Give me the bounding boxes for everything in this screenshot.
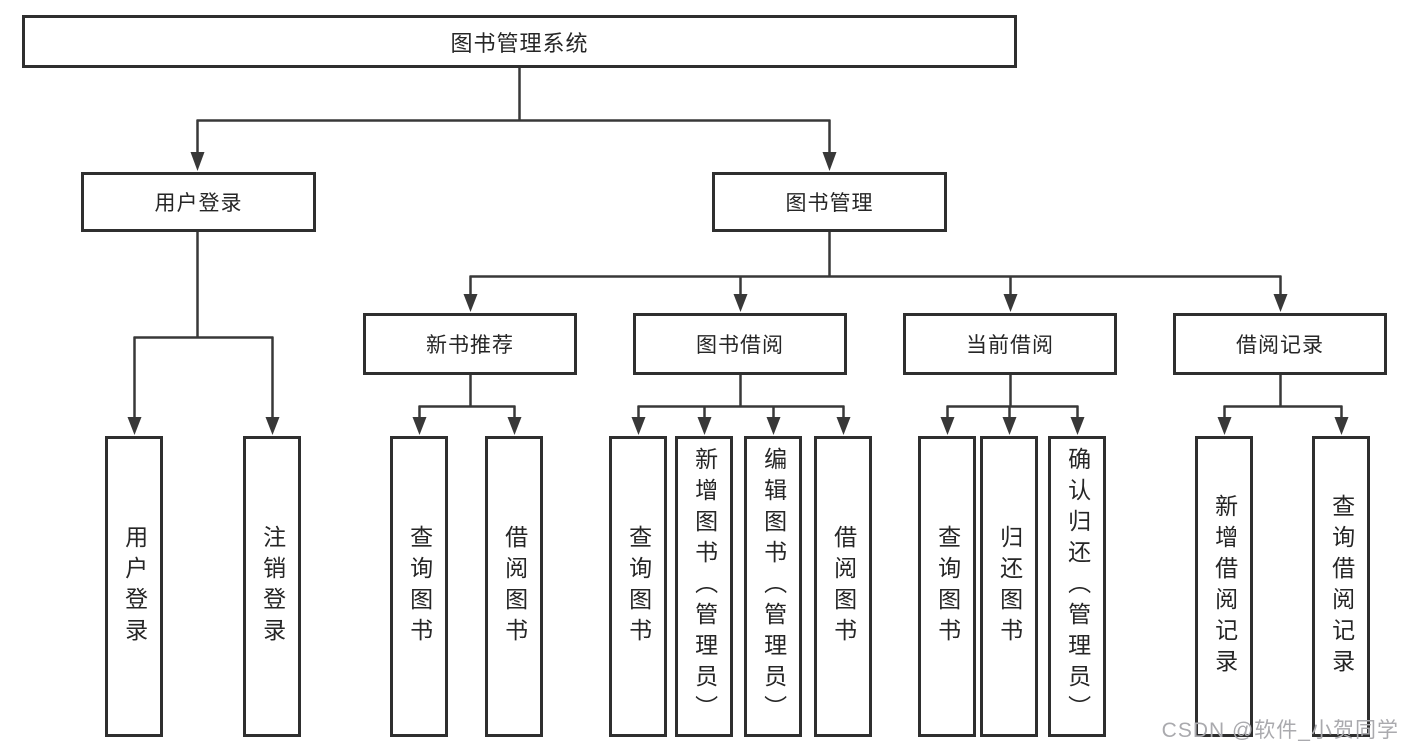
node-label: 图书管理 — [785, 192, 874, 215]
node-leaf-edit-books-admin: 编辑图书（管理员） — [744, 436, 802, 737]
edge-userlogin-arrowheads — [127, 417, 280, 435]
node-borrowing-records: 借阅记录 — [1173, 313, 1387, 375]
node-label: 查询图书 — [406, 524, 433, 649]
node-book-management-system: 图书管理系统 — [22, 15, 1017, 68]
node-label: 图书管理系统 — [450, 30, 589, 56]
node-label: 确认归还（管理员） — [1064, 447, 1091, 726]
node-label: 借阅图书 — [830, 524, 857, 649]
node-label: 新增图书（管理员） — [691, 447, 718, 726]
node-label: 新书推荐 — [426, 334, 514, 357]
node-label: 当前借阅 — [966, 334, 1054, 357]
node-label: 查询图书 — [934, 524, 961, 649]
node-user-login: 用户登录 — [81, 172, 316, 232]
edge-records-arrowheads — [1217, 417, 1349, 435]
edge-records-to-leaves — [1223, 375, 1343, 420]
edge-root-to-level2 — [196, 68, 831, 156]
node-leaf-borrow-books-borrow: 借阅图书 — [814, 436, 872, 737]
edge-borrow-to-leaves — [637, 375, 845, 420]
edge-newbook-to-leaves — [418, 375, 516, 420]
edge-bookmgmt-arrowheads — [463, 294, 1288, 312]
node-leaf-add-borrow-record: 新增借阅记录 — [1195, 436, 1253, 737]
csdn-watermark: CSDN @软件_小贺同学 — [1161, 719, 1399, 742]
node-label: 图书借阅 — [696, 334, 784, 357]
edge-current-to-leaves — [946, 375, 1079, 420]
node-book-management: 图书管理 — [712, 172, 947, 232]
node-label: 编辑图书（管理员） — [760, 447, 787, 726]
node-current-borrowing: 当前借阅 — [903, 313, 1117, 375]
node-book-borrowing: 图书借阅 — [633, 313, 847, 375]
node-label: 查询借阅记录 — [1328, 493, 1355, 680]
node-leaf-query-books-newbook: 查询图书 — [390, 436, 448, 737]
edge-root-arrowheads — [190, 152, 837, 171]
node-label: 注销登录 — [259, 524, 286, 649]
node-leaf-confirm-return-admin: 确认归还（管理员） — [1048, 436, 1106, 737]
node-leaf-query-books-current: 查询图书 — [918, 436, 976, 737]
edge-current-arrowheads — [940, 417, 1085, 435]
node-leaf-user-login: 用户登录 — [105, 436, 163, 737]
node-label: 归还图书 — [996, 524, 1023, 649]
node-leaf-query-books-borrow: 查询图书 — [609, 436, 667, 737]
node-label: 用户登录 — [154, 192, 243, 215]
node-leaf-borrow-books-newbook: 借阅图书 — [485, 436, 543, 737]
edge-borrow-arrowheads — [631, 417, 851, 435]
node-label: 借阅记录 — [1236, 334, 1324, 357]
node-leaf-query-borrow-record: 查询借阅记录 — [1312, 436, 1370, 737]
node-leaf-return-books: 归还图书 — [980, 436, 1038, 737]
node-label: 借阅图书 — [501, 524, 528, 649]
node-new-book-recommend: 新书推荐 — [363, 313, 577, 375]
node-label: 用户登录 — [121, 524, 148, 649]
edge-userlogin-to-leaves — [133, 232, 274, 420]
edge-newbook-arrowheads — [412, 417, 522, 435]
node-label: 新增借阅记录 — [1211, 493, 1238, 680]
node-label: 查询图书 — [625, 524, 652, 649]
edge-bookmgmt-to-level3 — [469, 232, 1282, 298]
node-leaf-logout: 注销登录 — [243, 436, 301, 737]
node-leaf-add-books-admin: 新增图书（管理员） — [675, 436, 733, 737]
